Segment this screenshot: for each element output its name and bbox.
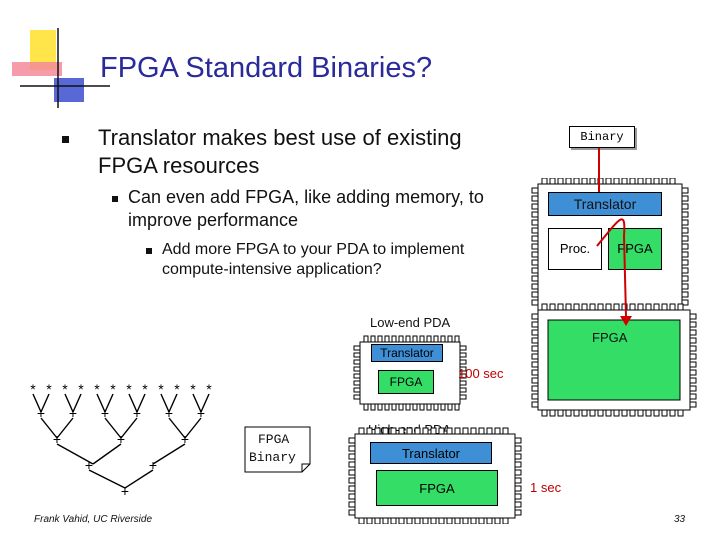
bullet-marker <box>62 136 69 143</box>
high-end-time: 1 sec <box>530 480 562 495</box>
multiply-node: * <box>46 381 52 397</box>
added-fpga-chip <box>531 303 697 417</box>
low-end-translator: Translator <box>371 344 443 362</box>
add-node: + <box>197 405 205 421</box>
footer-author: Frank Vahid, UC Riverside <box>34 514 153 525</box>
page-title: FPGA Standard Binaries? <box>100 52 433 84</box>
bullet-1: Translator makes best use of existing FP… <box>98 125 462 178</box>
add-node: + <box>53 431 61 447</box>
add-node: + <box>37 405 45 421</box>
add-node: + <box>165 405 173 421</box>
add-node: + <box>117 431 125 447</box>
bullet-2: Can even add FPGA, like adding memory, t… <box>128 187 484 230</box>
low-end-fpga: FPGA <box>378 370 434 394</box>
high-end-translator: Translator <box>370 442 492 464</box>
added-fpga-label: FPGA <box>592 330 628 345</box>
multiply-node: * <box>190 381 196 397</box>
add-node: + <box>85 457 93 473</box>
multiply-node: * <box>62 381 68 397</box>
bullet-marker <box>146 248 152 254</box>
fpga-binary-line1: FPGA <box>258 432 290 447</box>
binary-box: Binary <box>569 126 635 148</box>
multiply-node: * <box>126 381 132 397</box>
bullet-3: Add more FPGA to your PDA to implement c… <box>162 241 465 278</box>
bullet-marker <box>112 196 118 202</box>
low-end-label: Low-end PDA <box>370 315 451 330</box>
add-node: + <box>133 405 141 421</box>
fpga-binary-line2: Binary <box>249 450 296 465</box>
multiply-node: * <box>94 381 100 397</box>
multiply-node: * <box>206 381 212 397</box>
add-node: + <box>149 457 157 473</box>
multiply-node: * <box>30 381 36 397</box>
multiply-node: * <box>110 381 116 397</box>
translator-box: Translator <box>548 192 662 216</box>
fpga-binary-doc <box>244 426 311 473</box>
add-node: + <box>69 405 77 421</box>
multiply-node: * <box>158 381 164 397</box>
red-arrows <box>596 148 632 326</box>
multiply-node: * <box>78 381 84 397</box>
dataflow-tree: ************++++++++++++ <box>30 381 212 499</box>
fpga-box: FPGA <box>608 228 662 270</box>
add-node: + <box>101 405 109 421</box>
logo-decoration <box>12 28 110 108</box>
proc-box: Proc. <box>548 228 602 270</box>
add-node: + <box>181 431 189 447</box>
multiply-node: * <box>174 381 180 397</box>
multiply-node: * <box>142 381 148 397</box>
page-number: 33 <box>674 514 686 525</box>
low-end-time: 100 sec <box>458 366 504 381</box>
add-node: + <box>121 483 129 499</box>
high-end-fpga: FPGA <box>376 470 498 506</box>
